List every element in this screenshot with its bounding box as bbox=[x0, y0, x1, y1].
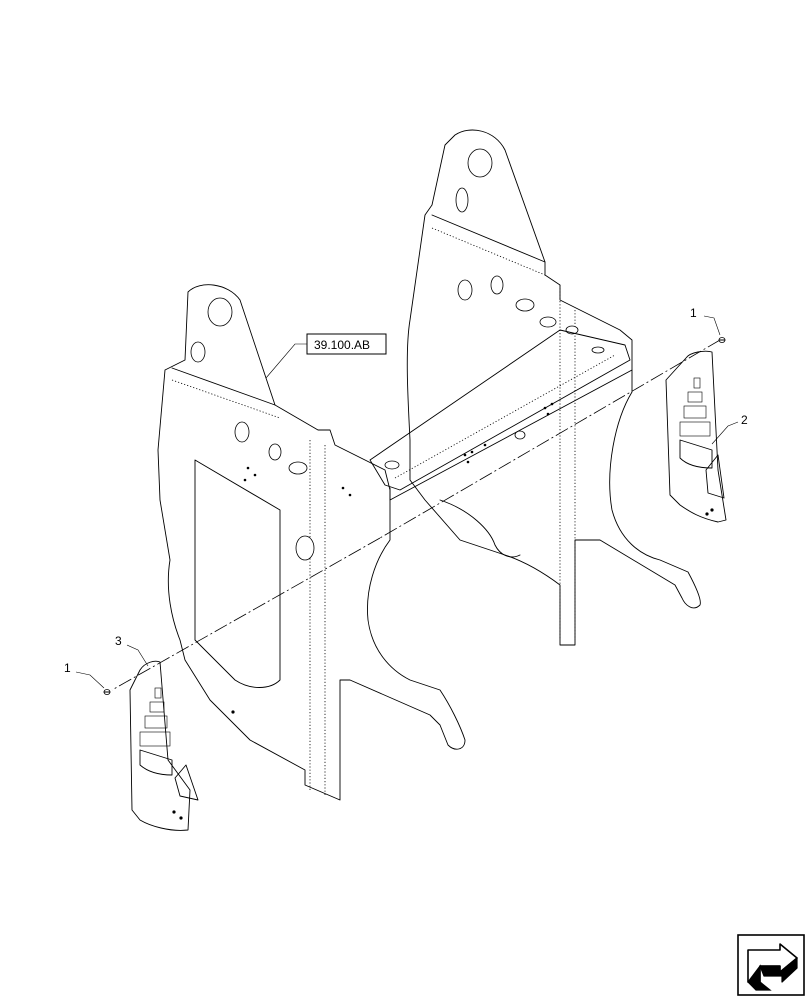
fastener-bottom bbox=[103, 689, 111, 695]
callout-fastener-top: 1 bbox=[690, 306, 697, 320]
leader-panel-right bbox=[711, 421, 739, 445]
reference-link[interactable]: 39.100.AB bbox=[265, 333, 387, 379]
centerline-rear bbox=[379, 339, 721, 539]
left-side-plate bbox=[157, 284, 466, 801]
vent-grille-left bbox=[139, 687, 173, 776]
side-panel-right bbox=[665, 350, 727, 523]
fastener-top bbox=[718, 337, 726, 343]
vent-grille-right bbox=[679, 377, 713, 469]
leader-panel-left bbox=[126, 644, 149, 667]
centerline-front bbox=[111, 537, 381, 691]
reference-label[interactable]: 39.100.AB bbox=[314, 338, 370, 352]
leader-fastener-bottom bbox=[75, 671, 105, 689]
callout-panel-left: 3 bbox=[115, 634, 122, 648]
cross-member bbox=[369, 329, 633, 501]
arrow-navigation-icon[interactable] bbox=[737, 934, 805, 996]
side-panel-left bbox=[129, 660, 199, 831]
callout-panel-right: 2 bbox=[741, 413, 748, 427]
callout-fastener-bottom: 1 bbox=[64, 661, 71, 675]
leader-fastener-top bbox=[703, 315, 721, 336]
reference-leader bbox=[265, 343, 307, 379]
right-side-plate bbox=[406, 129, 701, 646]
